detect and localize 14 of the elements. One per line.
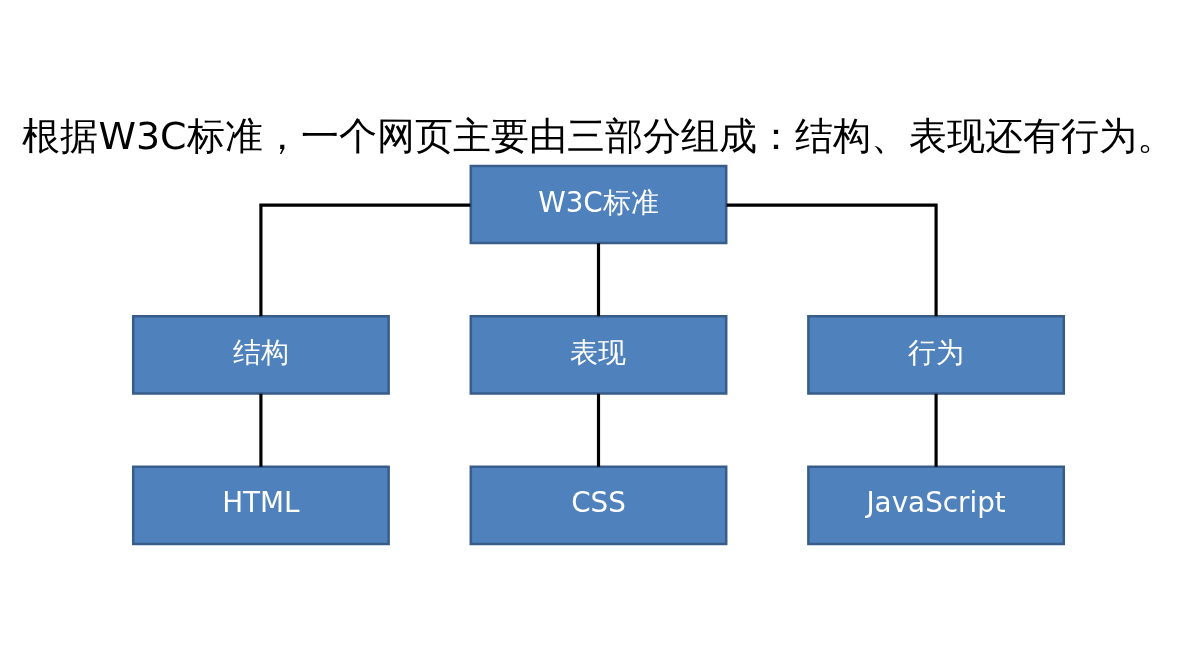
connector: [934, 393, 938, 467]
connector: [259, 203, 471, 316]
connector: [726, 203, 938, 316]
connector: [259, 393, 263, 467]
node-box: 结构: [131, 314, 390, 395]
node-box: 行为: [807, 314, 1066, 395]
node-box: 表现: [469, 314, 728, 395]
diagram-title: 根据W3C标准，一个网页主要由三部分组成：结构、表现还有行为。: [22, 113, 1175, 158]
connector: [596, 393, 601, 467]
node-box: JavaScript: [807, 465, 1066, 545]
node-box: HTML: [131, 465, 390, 545]
node-box: W3C标准: [469, 164, 728, 244]
connector: [596, 242, 601, 316]
node-box: CSS: [469, 465, 728, 545]
